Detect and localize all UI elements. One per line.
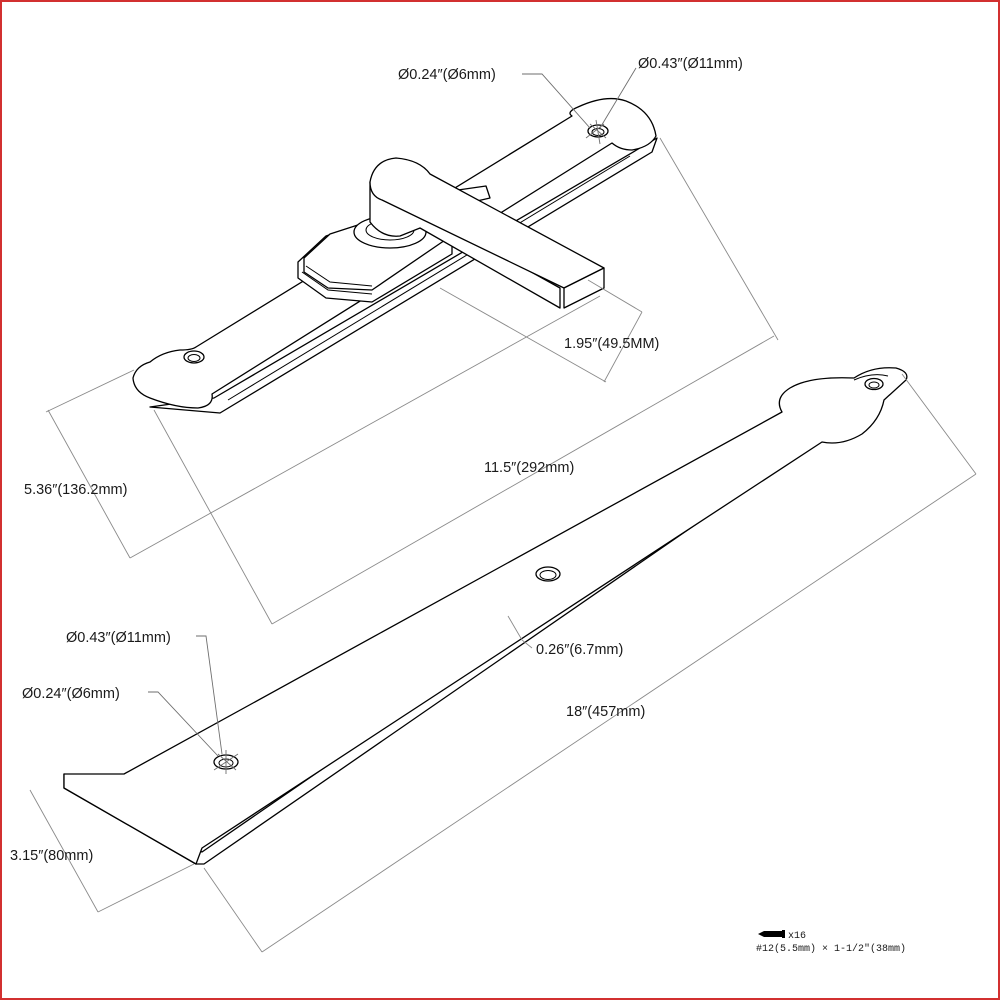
hinge-strap	[63, 367, 908, 865]
hinge-length-label: 18″(457mm)	[566, 704, 645, 720]
plate-hole-large-label: Ø0.43″(Ø11mm)	[638, 56, 743, 72]
lever-handle-top	[369, 157, 605, 289]
top-screw-hole	[585, 119, 609, 145]
screw-quantity: x16	[788, 931, 806, 942]
screw-note: x16 #12(5.5mm) × 1-1/2″(38mm)	[756, 930, 906, 955]
pull-plate-drawing	[132, 97, 658, 414]
bottom-screw-hole	[183, 350, 205, 364]
plate-length-label: 11.5″(292mm)	[484, 460, 574, 476]
hinge-thickness-label: 0.26″(6.7mm)	[536, 642, 623, 658]
tip-screw-hole	[864, 377, 884, 391]
screw-icon	[758, 930, 785, 938]
plate-width-label: 5.36″(136.2mm)	[24, 482, 127, 498]
lever-handle-end	[563, 267, 605, 309]
plate-hole-small-label: Ø0.24″(Ø6mm)	[398, 67, 496, 83]
hinge-width-label: 3.15″(80mm)	[10, 848, 93, 864]
end-screw-hole	[213, 750, 239, 774]
hinge-hole-large-label: Ø0.43″(Ø11mm)	[66, 630, 171, 646]
backplate-inner-line	[227, 155, 631, 401]
handle-projection-label: 1.95″(49.5MM)	[564, 336, 659, 352]
screw-spec: #12(5.5mm) × 1-1/2″(38mm)	[756, 943, 906, 955]
strap-hinge-drawing	[63, 367, 908, 865]
center-screw-hole	[535, 566, 561, 582]
dimension-lines	[29, 67, 977, 953]
hinge-hole-small-label: Ø0.24″(Ø6mm)	[22, 686, 120, 702]
